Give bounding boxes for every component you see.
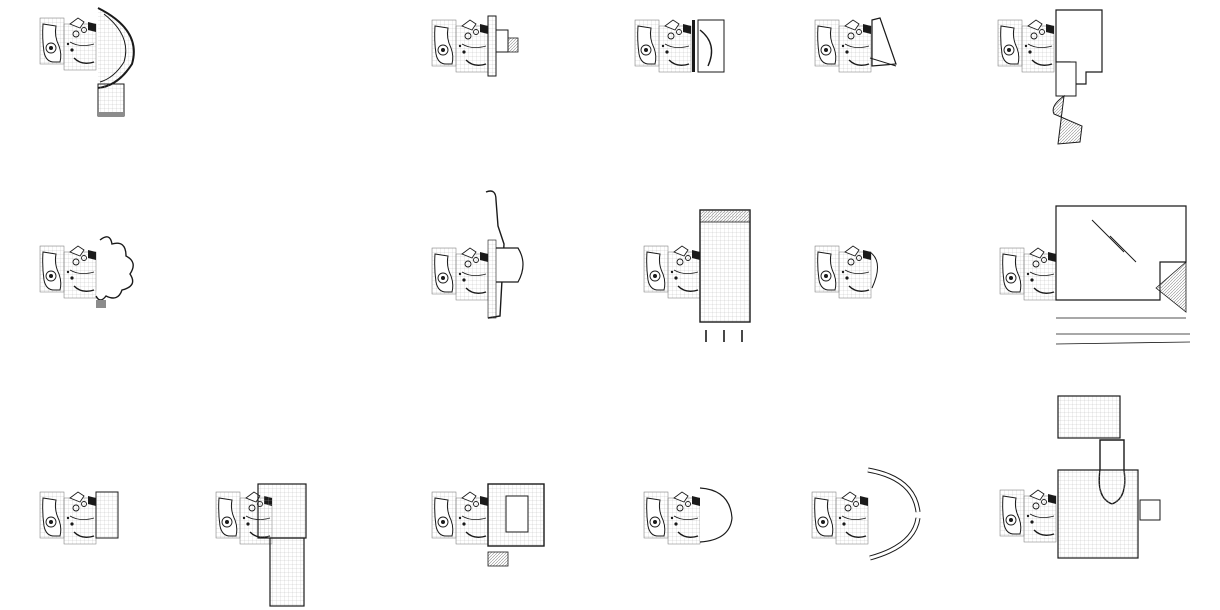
plan-panel-13: [431, 483, 545, 567]
plan-panel-4: [814, 17, 897, 73]
plan-panel-9: [814, 245, 878, 299]
plan-panel-7: [431, 190, 524, 319]
plan-panel-10: [999, 205, 1191, 345]
plan-panel-16: [999, 395, 1161, 559]
plan-panel-6: [39, 236, 134, 308]
plan-panel-3: [634, 19, 725, 73]
plan-panel-5: [997, 9, 1103, 145]
plan-panel-11: [39, 491, 119, 545]
plan-panel-14: [643, 487, 733, 545]
plan-panel-15: [811, 467, 921, 561]
plan-panel-12: [215, 483, 307, 607]
plan-panel-2: [431, 15, 519, 77]
plan-panel-1: [39, 7, 135, 117]
plan-panel-8: [643, 209, 751, 342]
